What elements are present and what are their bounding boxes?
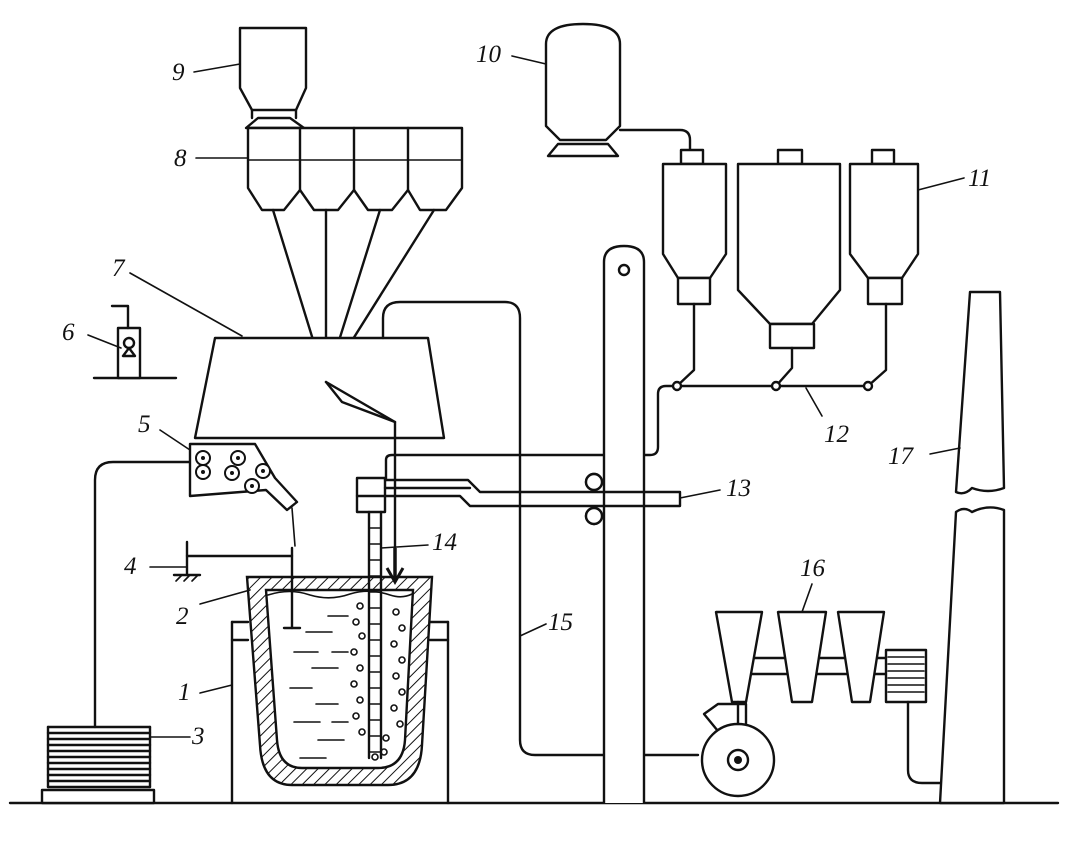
support-column xyxy=(584,244,646,803)
gas-line xyxy=(384,384,678,482)
label-5: 5 xyxy=(138,411,151,438)
label-14: 14 xyxy=(432,529,457,556)
ladle xyxy=(245,575,434,787)
silencer xyxy=(884,648,942,785)
mixing-hopper xyxy=(193,336,446,586)
bubbles xyxy=(350,602,406,756)
lance xyxy=(355,476,387,761)
label-13: 13 xyxy=(726,475,751,502)
label-4: 4 xyxy=(124,553,137,580)
label-11: 11 xyxy=(968,165,991,192)
wire-feeder xyxy=(188,442,299,547)
batch-bins xyxy=(246,126,464,212)
label-7: 7 xyxy=(112,255,126,282)
exhaust-fan xyxy=(700,700,776,798)
pump-unit xyxy=(92,304,178,380)
callout-labels: 9 8 10 11 7 6 5 4 2 1 3 14 13 12 15 16 1… xyxy=(62,41,991,750)
top-hopper xyxy=(238,26,308,130)
label-10: 10 xyxy=(476,41,502,68)
label-12: 12 xyxy=(824,421,849,448)
label-16: 16 xyxy=(800,555,826,582)
temperature-probe xyxy=(172,540,302,630)
gas-receiver xyxy=(544,22,692,158)
chimney xyxy=(938,290,1006,805)
label-17: 17 xyxy=(888,443,915,470)
label-15: 15 xyxy=(548,609,573,636)
feeders xyxy=(661,148,920,392)
dust-filters xyxy=(714,610,892,704)
label-6: 6 xyxy=(62,319,75,346)
label-9: 9 xyxy=(172,59,185,86)
label-8: 8 xyxy=(174,145,187,172)
label-1: 1 xyxy=(178,679,191,706)
pneumatic-line xyxy=(381,300,700,757)
leader-lines xyxy=(87,55,965,738)
melt-dashes xyxy=(289,615,349,759)
wire-coil xyxy=(40,460,192,805)
label-3: 3 xyxy=(191,723,205,750)
label-2: 2 xyxy=(176,603,189,630)
ladle-stand xyxy=(230,620,450,805)
